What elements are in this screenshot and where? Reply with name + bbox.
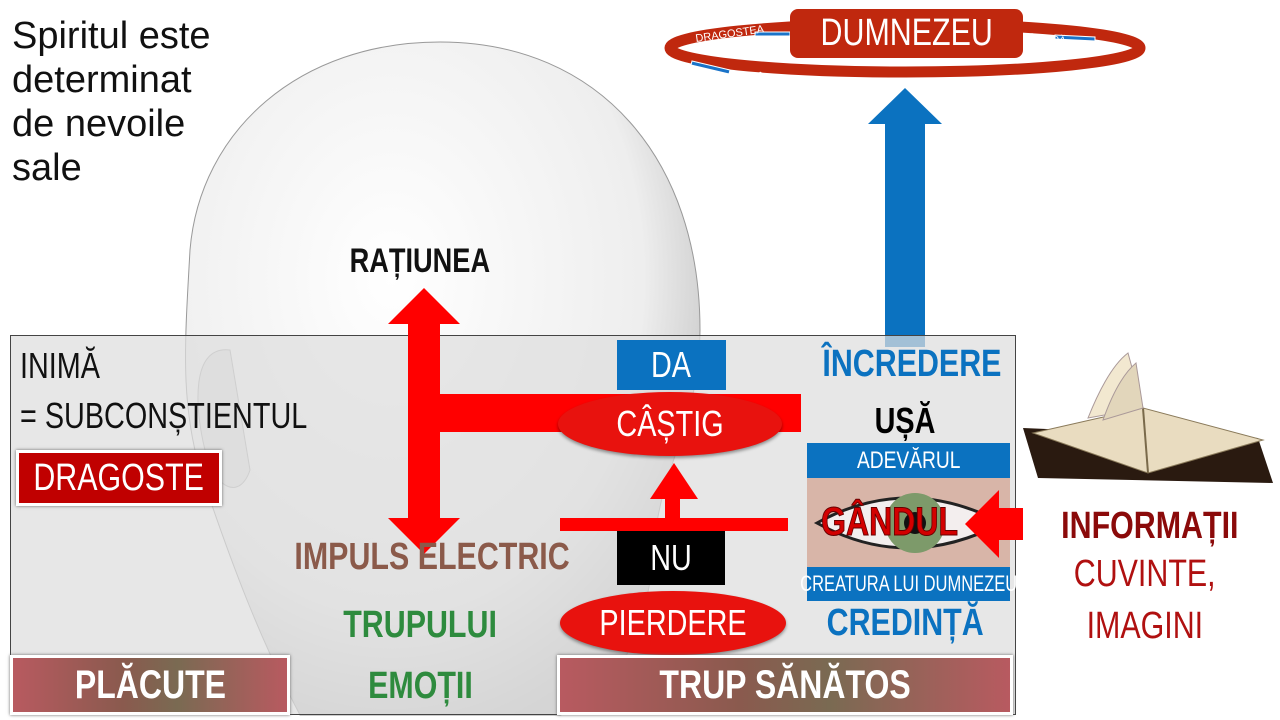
blue-arrow-up-icon	[868, 88, 942, 124]
god-box: DUMNEZEU	[790, 9, 1023, 58]
gain-oval: CÂȘTIG	[558, 392, 782, 456]
info-images: IMAGINI	[1086, 605, 1204, 647]
ring-label-fruit: ROADĂ	[1030, 30, 1067, 47]
creation-strip: CREATURA LUI DUMNEZEU	[800, 571, 1017, 596]
blue-arrow-shaft	[885, 122, 925, 347]
thought-label: GÂNDUL	[821, 500, 959, 545]
trust-label: ÎNCREDERE	[822, 343, 1002, 385]
heart-title: INIMĂ	[20, 345, 101, 386]
info-title: INFORMAȚII	[1061, 505, 1239, 547]
info-words: CUVINTE,	[1074, 553, 1216, 595]
body-label: TRUPULUI	[343, 604, 497, 646]
ring-arrow-icon	[690, 31, 1096, 75]
intro-text: Spiritul este determinat de nevoile sale	[12, 15, 211, 189]
faith-label: CREDINȚĂ	[826, 602, 984, 644]
truth-strip: ADEVĂRUL	[856, 446, 961, 474]
small-red-arrow-up-icon	[650, 463, 698, 499]
healthy-body-box: TRUP SĂNĂTOS	[557, 655, 1013, 715]
red-arrow-up-icon	[388, 288, 460, 324]
red-arrow-down-icon	[388, 518, 460, 554]
love-box: DRAGOSTE	[16, 450, 222, 506]
pleasant-box: PLĂCUTE	[10, 655, 290, 715]
yes-box: DA	[617, 340, 726, 390]
emotions-label: EMOȚII	[367, 665, 473, 707]
red-threshold-bar	[560, 518, 788, 531]
subconscious-label: = SUBCONȘTIENTUL	[20, 395, 308, 436]
bible-book-icon	[1023, 352, 1273, 483]
info-arrow-shaft	[998, 508, 1023, 540]
door-label: UȘĂ	[874, 400, 936, 441]
no-box: NU	[617, 531, 725, 585]
red-arrow-left-icon	[965, 490, 999, 558]
loss-oval: PIERDERE	[560, 591, 786, 655]
impulse-label: IMPULS ELECTRIC	[294, 536, 570, 578]
reason-label: RAȚIUNEA	[349, 242, 491, 280]
